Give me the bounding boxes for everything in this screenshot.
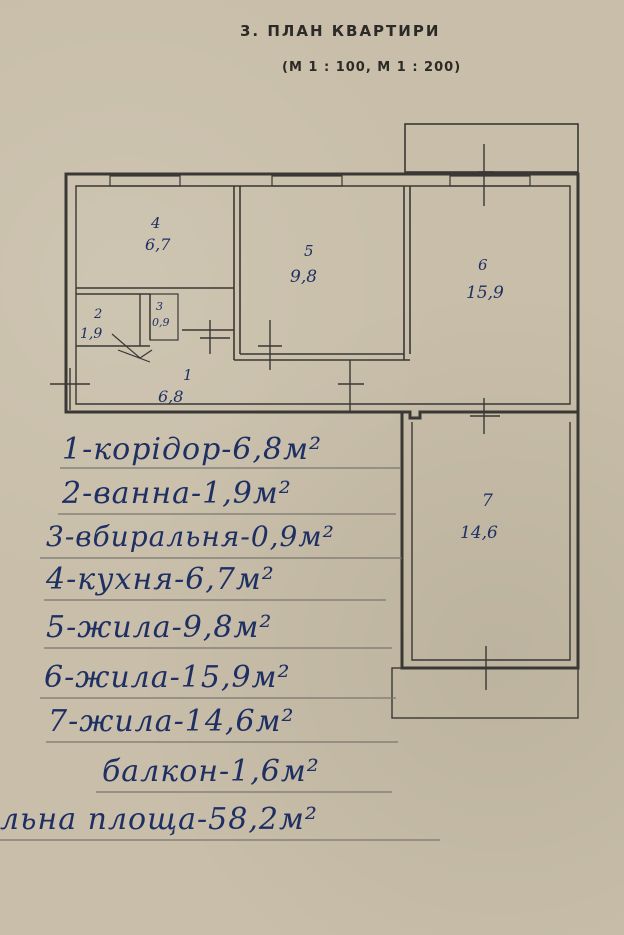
wall-4-5 [233, 186, 241, 360]
wall-5-corridor [234, 353, 410, 361]
room-1-number: 1 [183, 366, 193, 384]
window-room5 [271, 175, 343, 187]
legend-line-3: 3-вбиральня-0,9м² [46, 520, 335, 553]
outer-wall [64, 172, 580, 420]
balcony-outline [404, 123, 579, 173]
legend-line-6: 6-жила-15,9м² [44, 660, 291, 695]
legend-line-8: балкон-1,6м² [102, 754, 320, 789]
room-3-number: 3 [156, 300, 163, 313]
legend-line-5: 5-жила-9,8м² [46, 610, 273, 645]
kitchen-bath-wall [76, 287, 234, 295]
room-6-area: 15,9 [466, 283, 504, 303]
room-5-number: 5 [304, 242, 314, 260]
room-7-area: 14,6 [460, 523, 498, 543]
document-title: 3. ПЛАН КВАРТИРИ [240, 22, 441, 40]
room-1-area: 6,8 [158, 387, 183, 406]
toilet-box [149, 293, 179, 341]
window-kitchen [109, 175, 181, 187]
room-5-area: 9,8 [290, 267, 317, 287]
legend-line-1: 1-корідор-6,8м² [62, 432, 323, 467]
legend-line-4: 4-кухня-6,7м² [46, 562, 275, 597]
legend-line-9: льна площа-58,2м² [0, 802, 318, 837]
wall-5-6 [403, 186, 411, 360]
legend-line-2: 2-ванна-1,9м² [62, 476, 292, 511]
room-2-number: 2 [93, 307, 102, 322]
room-6-number: 6 [478, 256, 488, 274]
room-7-number: 7 [482, 491, 493, 511]
scale-note: (М 1 : 100, М 1 : 200) [282, 60, 462, 75]
room-4-area: 6,7 [145, 235, 171, 254]
room-2-area: 1,9 [80, 326, 102, 342]
window-room6 [449, 175, 531, 187]
room-4-number: 4 [150, 214, 161, 232]
legend-line-7: 7-жила-14,6м² [48, 704, 295, 739]
room-3-area: 0,9 [152, 316, 170, 329]
